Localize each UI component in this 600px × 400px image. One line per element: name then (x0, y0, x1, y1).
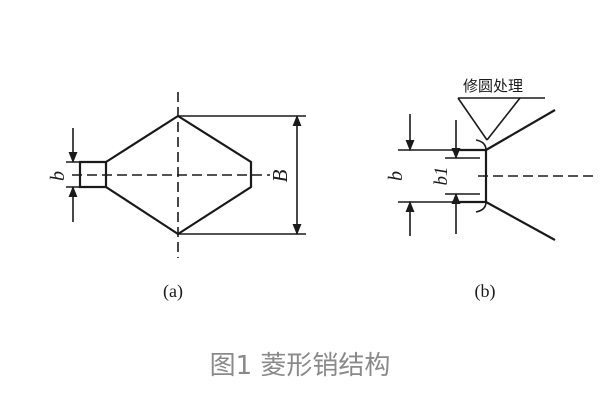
note-text: 修圆处理 (463, 78, 523, 95)
upper-edge (485, 109, 556, 151)
note-leader-right (486, 97, 521, 141)
dim-label-b1: b1 (431, 167, 452, 186)
note-leader-left (457, 97, 488, 141)
figure-b: 修圆处理 b b1 (b) (385, 78, 598, 302)
figure-caption: 图1 菱形销结构 (210, 351, 391, 381)
figure-a: b B (a) (47, 92, 306, 302)
dimension-b1: b1 (431, 120, 480, 234)
dim-label-b: b (47, 171, 69, 181)
dimension-b-outer: b (385, 114, 486, 236)
dim-label-b-outer: b (385, 171, 407, 181)
rounded-corner-top (475, 139, 487, 151)
rounded-corner-bottom (475, 201, 487, 213)
sublabel-a: (a) (163, 281, 183, 302)
sublabel-b: (b) (475, 281, 496, 302)
dimension-b: b (47, 128, 106, 222)
lower-edge (485, 201, 556, 241)
dim-label-B: B (268, 169, 292, 182)
dimension-B: B (178, 114, 306, 236)
